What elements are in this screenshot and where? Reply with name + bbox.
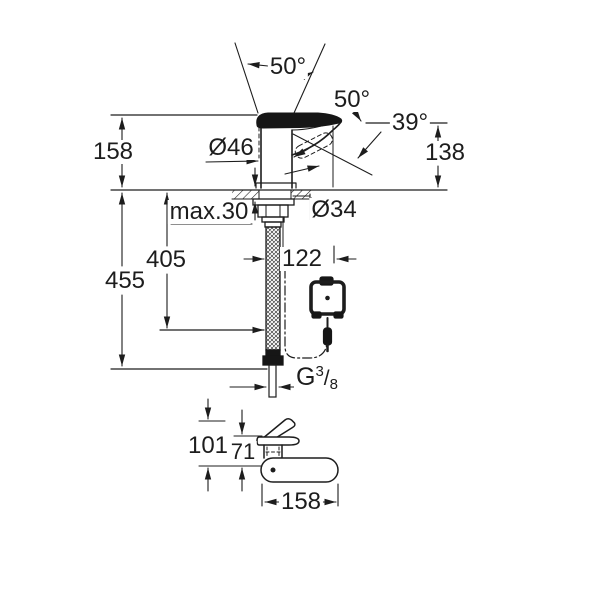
dim-label-hole-diameter: Ø34 [309,196,359,223]
faucet-side-view [256,418,339,483]
dim-label-side-overall-length: 158 [278,488,324,515]
dim-label-side-overall-height: 101 [185,432,231,459]
deck-section [231,189,313,200]
thread-numerator: 3 [315,363,324,380]
dim-label-spout-outlet-height: 138 [422,139,468,166]
dim-label-body-diameter: Ø46 [206,134,256,161]
dim-label-lever-swing-angle: 50° [267,53,309,80]
thread-prefix: G [296,363,316,391]
dim-label-thread-size: G3/8 [294,364,340,392]
thread-slash: / [323,367,330,390]
faucet-lever-front [256,112,343,129]
dim-label-stream-angle: 39° [389,109,431,136]
faucet-front-view [255,112,373,189]
dim-label-height-above-deck: 158 [90,138,136,165]
power-plug [284,251,346,359]
dim-label-side-body-height: 71 [228,439,258,464]
dim-label-hose-length: 405 [143,246,189,273]
thread-denominator: 8 [329,376,338,393]
reference-lines [110,114,448,370]
mounting-shank-and-hose [252,198,295,398]
dim-label-under-deck-length: 455 [102,267,148,294]
dim-label-plug-offset: 122 [279,245,325,272]
dim-label-spout-swing-angle: 50° [331,86,373,113]
cable-routing-line [284,251,328,359]
dim-label-max-deck-thickness: max.30 [167,198,251,225]
